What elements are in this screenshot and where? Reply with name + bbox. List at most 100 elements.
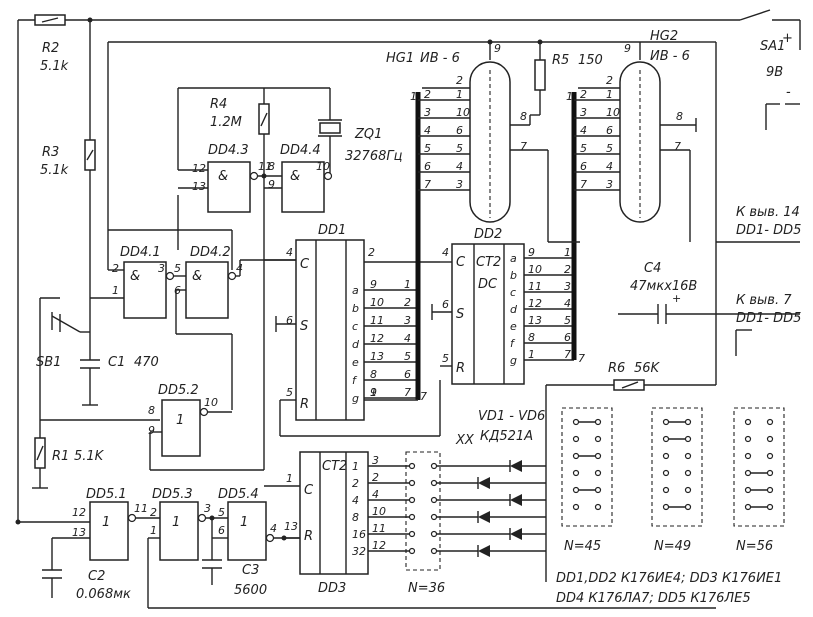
dd1-seg-e: e <box>352 356 359 369</box>
plus-label: + <box>782 31 793 46</box>
xx-block: XX VD1 - VD6 КД521А N=36 <box>405 409 545 596</box>
dd5-1-label: DD5.1 <box>86 487 127 502</box>
chip-dd2: DD2 CT2 DC C S R 4 6 5 <box>431 227 525 385</box>
svg-text:9: 9 <box>624 42 631 55</box>
r4-value: 1.2M <box>210 115 242 130</box>
jumper-n45: N=45 <box>564 539 601 554</box>
dd4-2-label: DD4.2 <box>190 245 231 260</box>
dd5-2-label: DD5.2 <box>158 383 199 398</box>
note-line2: DD4 К176ЛА7; DD5 К176ЛЕ5 <box>556 591 751 606</box>
svg-text:4: 4 <box>404 332 411 345</box>
svg-text:DC: DC <box>478 277 498 292</box>
dd2-seg-d: d <box>510 303 518 316</box>
hg2-ref: HG2 <box>650 29 678 44</box>
dd5-3-label: DD5.3 <box>152 487 193 502</box>
svg-text:1: 1 <box>564 246 571 259</box>
svg-text:13: 13 <box>528 314 542 327</box>
svg-text:5: 5 <box>404 350 411 363</box>
svg-text:&: & <box>218 169 228 184</box>
svg-text:4: 4 <box>456 160 463 173</box>
svg-text:9: 9 <box>494 42 501 55</box>
svg-text:10: 10 <box>204 396 218 409</box>
svg-text:C: C <box>304 483 314 498</box>
minus-label: - <box>786 85 791 100</box>
svg-text:2: 2 <box>112 262 119 275</box>
dd1-seg-f: f <box>352 374 358 387</box>
r1-resistor: R1 5.1K <box>32 419 160 489</box>
svg-text:13: 13 <box>192 180 206 193</box>
svg-text:10: 10 <box>316 160 330 173</box>
r5-value: 150 <box>578 53 603 68</box>
dd3-out-2: 2 <box>352 477 359 490</box>
svg-text:5: 5 <box>580 142 587 155</box>
r2-value: 5.1k <box>40 59 69 74</box>
svg-text:10: 10 <box>372 505 386 518</box>
dd2-seg-c: c <box>510 286 516 299</box>
svg-text:2: 2 <box>606 74 613 87</box>
sa1-value: 9В <box>766 65 783 80</box>
chip-dd1: DD1 C S R 4 6 5 2 <box>264 223 452 437</box>
svg-text:3: 3 <box>372 454 379 467</box>
svg-text:CT2: CT2 <box>322 459 347 474</box>
svg-text:4: 4 <box>564 297 571 310</box>
hg1-type: ИВ - 6 <box>420 51 460 66</box>
svg-text:2: 2 <box>150 506 157 519</box>
svg-text:12: 12 <box>370 332 384 345</box>
svg-text:13: 13 <box>284 520 298 533</box>
r5-ref: R5 <box>552 53 569 68</box>
svg-text:1: 1 <box>606 88 613 101</box>
svg-text:5: 5 <box>174 262 181 275</box>
svg-text:6: 6 <box>580 160 587 173</box>
to7-label: К выв. 7 <box>736 293 792 308</box>
svg-text:11: 11 <box>528 280 542 293</box>
svg-text:7: 7 <box>404 386 411 399</box>
svg-text:1: 1 <box>102 515 110 530</box>
svg-text:1: 1 <box>566 90 573 103</box>
sa1-switch: SA1 + 9В - <box>760 31 800 130</box>
dd3-out-1: 1 <box>352 460 359 473</box>
svg-text:4: 4 <box>580 124 587 137</box>
svg-text:8: 8 <box>268 160 275 173</box>
svg-text:5: 5 <box>442 352 449 365</box>
svg-text:1: 1 <box>150 524 157 537</box>
svg-text:10: 10 <box>606 106 620 119</box>
r5-resistor: R5 150 <box>510 53 603 243</box>
svg-text:4: 4 <box>286 246 293 259</box>
svg-text:9: 9 <box>268 178 275 191</box>
power-right: К выв. 14 DD1- DD5 C4 47мкх16В + К выв. … <box>545 41 801 582</box>
r3-ref: R3 <box>42 145 59 160</box>
svg-text:2: 2 <box>372 471 379 484</box>
svg-text:12: 12 <box>372 539 386 552</box>
sb1-ref: SB1 <box>36 355 61 370</box>
dd2-seg-e: e <box>510 320 517 333</box>
svg-text:S: S <box>456 307 464 322</box>
diodes-value: КД521А <box>480 429 533 444</box>
c2-value: 0.068мк <box>76 587 131 602</box>
svg-text:2: 2 <box>564 263 571 276</box>
zq1-value: 32768Гц <box>345 149 403 164</box>
gate-dd4-3: & DD4.3 12 13 11 <box>177 143 282 250</box>
svg-text:9: 9 <box>370 278 377 291</box>
svg-text:11: 11 <box>370 314 384 327</box>
svg-text:3: 3 <box>158 262 165 275</box>
svg-text:&: & <box>192 269 202 284</box>
dd1-seg-b: b <box>352 302 359 315</box>
c2-ref: C2 <box>88 569 105 584</box>
dd3-out-16: 16 <box>352 528 366 541</box>
c3-ref: C3 <box>242 563 259 578</box>
svg-text:S: S <box>300 319 308 334</box>
oscillator: R4 1.2M ZQ1 32768Гц <box>177 87 403 176</box>
svg-text:2: 2 <box>580 88 587 101</box>
dd2-ref: DD2 <box>474 227 502 242</box>
gate-dd4-1: & DD4.1 2 1 3 <box>90 245 186 319</box>
svg-text:12: 12 <box>192 162 206 175</box>
n36-label: N=36 <box>408 581 445 596</box>
gate-dd5-4: 1 DD5.4 5 6 4 C3 5600 <box>202 487 300 598</box>
diode-array <box>437 460 546 557</box>
svg-text:6: 6 <box>442 298 449 311</box>
svg-text:6: 6 <box>404 368 411 381</box>
svg-text:1: 1 <box>456 88 463 101</box>
svg-text:4: 4 <box>442 246 449 259</box>
r6-ref: R6 <box>608 361 625 376</box>
